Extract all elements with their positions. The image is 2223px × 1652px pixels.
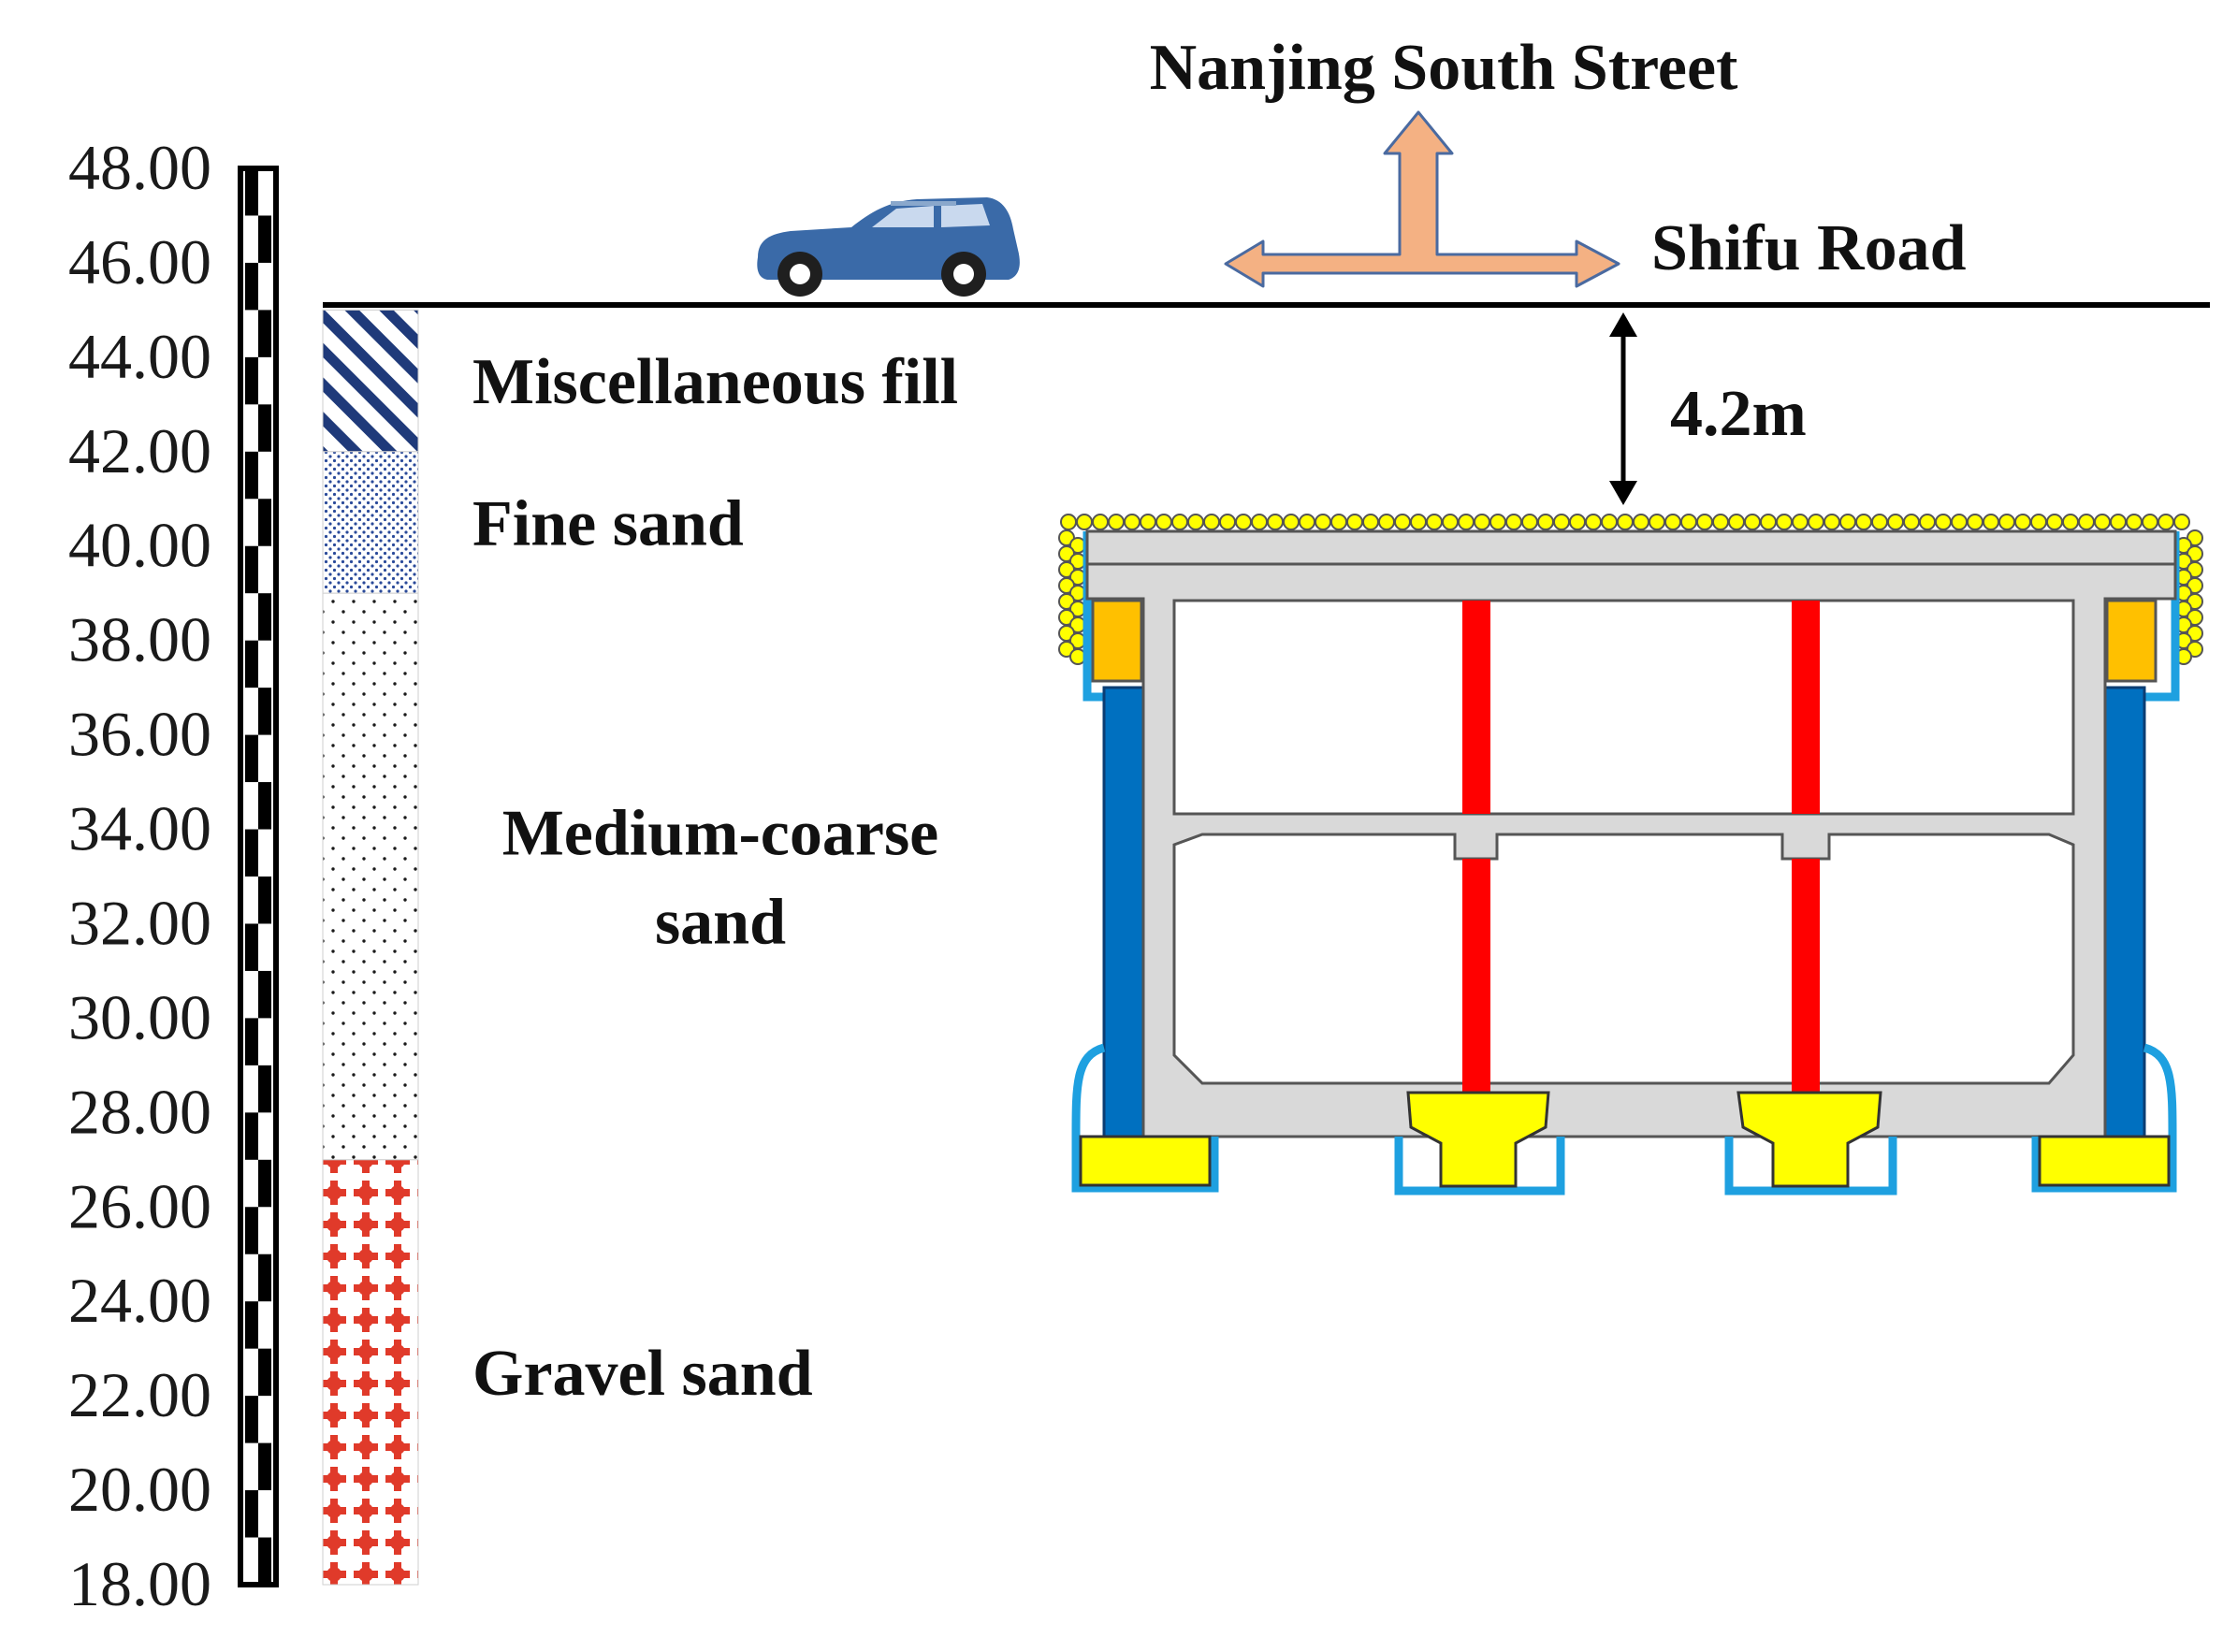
- column-right-lower: [1792, 859, 1820, 1093]
- elevation-tick-label: 32.00: [68, 887, 211, 958]
- right-base-foundation: [2038, 1135, 2171, 1187]
- stratum-label: Fine sand: [472, 488, 744, 560]
- cover-depth-dimension: 4.2m: [1609, 312, 1807, 505]
- grouting-beads: [1058, 514, 2203, 665]
- left-pile-casing: [1394, 1137, 1565, 1196]
- stratum-label: Gravel sand: [472, 1338, 813, 1410]
- scale-block: [245, 262, 258, 311]
- stratum-label: Medium-coarse: [502, 798, 939, 870]
- stratum-label: Miscellaneous fill: [472, 346, 958, 418]
- scale-block: [245, 451, 258, 500]
- elevation-tick-label: 24.00: [68, 1265, 211, 1336]
- cover-depth-label: 4.2m: [1670, 378, 1807, 450]
- elevation-tick-label: 36.00: [68, 699, 211, 770]
- right-cap-beam: [2105, 599, 2158, 683]
- column-right-upper: [1792, 601, 1820, 814]
- elevation-tick-label: 38.00: [68, 604, 211, 675]
- scale-block: [245, 1396, 258, 1443]
- elevation-scale: 48.00 46.00 44.00 42.00 40.00 38.00 36.00 34.00…: [68, 132, 279, 1619]
- right-base-casing: [2031, 1043, 2177, 1193]
- scale-block: [258, 782, 271, 830]
- scale-block: [245, 545, 258, 594]
- elevation-tick-label: 46.00: [68, 226, 211, 297]
- elevation-tick-label: 18.00: [68, 1548, 211, 1619]
- scale-block: [258, 1537, 271, 1585]
- street-label-nanjing-south: Nanjing South Street: [1150, 32, 1738, 104]
- left-pile-foundation: [1406, 1091, 1550, 1188]
- left-base-casing: [1071, 1043, 1219, 1193]
- stratum-label: sand: [655, 887, 786, 959]
- elevation-tick-label: 34.00: [68, 793, 211, 864]
- scale-block: [245, 829, 258, 877]
- concrete-frame: [1085, 529, 2177, 1138]
- left-cap-beam: [1091, 599, 1143, 683]
- scale-block: [258, 404, 271, 452]
- stratum-sparse-dots: [322, 592, 419, 1161]
- scale-block: [258, 970, 271, 1019]
- left-retaining-wall: [1102, 686, 1145, 1138]
- scale-block: [258, 1442, 271, 1491]
- station-cross-section: [1058, 514, 2203, 1196]
- road-label-shifu: Shifu Road: [1651, 212, 1967, 284]
- elevation-tick-label: 42.00: [68, 415, 211, 486]
- car-icon: [757, 197, 1020, 297]
- direction-arrows-icon: [1224, 110, 1620, 288]
- stratum-red-crosses: [322, 1159, 419, 1586]
- stratum-dense-dots: [322, 451, 419, 594]
- right-pile-foundation: [1736, 1091, 1882, 1188]
- elevation-tick-label: 48.00: [68, 132, 211, 203]
- scale-block: [258, 1159, 271, 1208]
- scale-block: [245, 356, 258, 405]
- elevation-tick-label: 22.00: [68, 1359, 211, 1430]
- left-base-foundation: [1079, 1135, 1212, 1187]
- scale-block: [258, 1065, 271, 1113]
- scale-block: [258, 215, 271, 263]
- scale-block: [245, 168, 258, 216]
- scale-block: [245, 1018, 258, 1065]
- scale-block: [245, 640, 258, 688]
- scale-block: [258, 1348, 271, 1397]
- borehole-strata-column: [322, 309, 419, 1586]
- scale-block: [245, 1207, 258, 1254]
- elevation-tick-label: 40.00: [68, 510, 211, 581]
- scale-block: [245, 923, 258, 971]
- column-left-lower: [1462, 859, 1490, 1093]
- scale-block: [258, 1253, 271, 1302]
- scale-block: [258, 593, 271, 641]
- stratum-diagonal-hatch: [322, 309, 419, 453]
- elevation-tick-label: 30.00: [68, 981, 211, 1052]
- scale-block: [258, 877, 271, 924]
- scale-block: [245, 1301, 258, 1349]
- elevation-tick-label: 28.00: [68, 1076, 211, 1147]
- scale-block: [245, 734, 258, 783]
- elevation-tick-label: 20.00: [68, 1454, 211, 1525]
- scale-block: [245, 1112, 258, 1160]
- scale-block: [258, 310, 271, 357]
- right-retaining-wall: [2103, 686, 2146, 1138]
- scale-block: [258, 688, 271, 735]
- right-pile-casing: [1724, 1137, 1897, 1196]
- scale-block: [245, 1490, 258, 1538]
- scale-block: [258, 499, 271, 546]
- elevation-tick-label: 44.00: [68, 321, 211, 392]
- elevation-tick-label: 26.00: [68, 1170, 211, 1241]
- column-left-upper: [1462, 601, 1490, 814]
